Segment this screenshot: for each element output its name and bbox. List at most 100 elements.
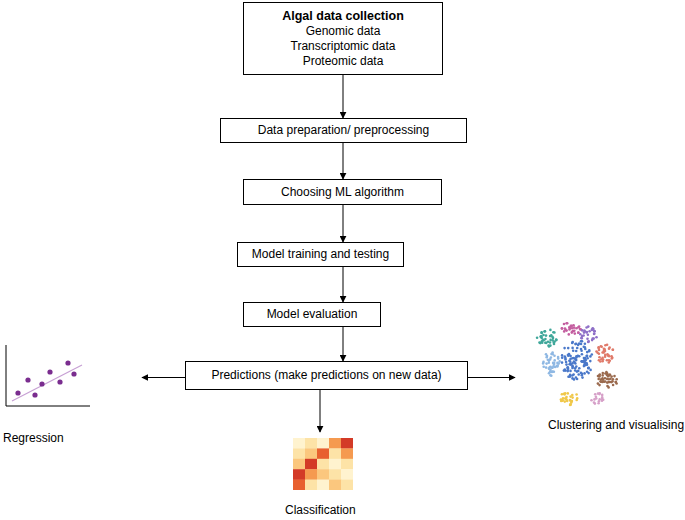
heatmap-cell — [341, 448, 353, 459]
cluster-point — [591, 353, 594, 356]
cluster-point — [586, 337, 589, 340]
y-axis — [6, 345, 7, 406]
cluster-point — [595, 336, 598, 339]
cluster-point — [566, 370, 569, 373]
cluster-point — [607, 375, 610, 378]
heatmap-cell — [341, 480, 353, 490]
heatmap-cell — [293, 469, 305, 480]
cluster-point — [581, 340, 584, 343]
cluster-point — [588, 330, 591, 333]
cluster-point — [568, 328, 571, 331]
cluster-point — [561, 356, 564, 359]
cluster-point — [606, 381, 609, 384]
heatmap-cell — [341, 469, 353, 480]
heatmap-cell — [317, 480, 329, 490]
cluster-point — [574, 332, 577, 335]
cluster-point — [553, 359, 556, 362]
cluster-point — [580, 337, 583, 340]
cluster-point — [602, 358, 605, 361]
cluster-point — [544, 338, 547, 341]
cluster-point — [607, 354, 610, 357]
cluster-point — [577, 344, 580, 347]
cluster-point — [569, 403, 572, 406]
cluster-point — [575, 365, 578, 368]
heatmap-cell — [293, 459, 305, 470]
cluster-point — [565, 361, 568, 364]
process-box: Algal data collectionGenomic dataTranscr… — [243, 2, 443, 75]
cluster-point — [602, 372, 605, 375]
cluster-point — [571, 377, 574, 380]
cluster-point — [611, 380, 614, 383]
cluster-point — [572, 349, 575, 352]
flow-arrow — [343, 143, 344, 179]
cluster-point — [536, 336, 539, 339]
cluster-point — [561, 327, 564, 330]
cluster-point — [576, 370, 579, 373]
cluster-point — [538, 341, 541, 344]
process-box: Choosing ML algorithm — [243, 179, 442, 205]
cluster-point — [580, 343, 583, 346]
cluster-point — [574, 343, 577, 346]
cluster-point — [597, 347, 600, 350]
output-label: Classification — [285, 503, 356, 518]
cluster-point — [581, 376, 584, 379]
cluster-point — [540, 335, 543, 338]
data-point — [32, 392, 37, 397]
cluster-point — [569, 399, 572, 402]
cluster-point — [588, 350, 591, 353]
cluster-point — [542, 366, 545, 369]
cluster-point — [571, 327, 574, 330]
box-text: Genomic data — [306, 24, 381, 39]
cluster-point — [587, 367, 590, 370]
cluster-point — [539, 335, 542, 338]
cluster-point — [561, 327, 564, 330]
cluster-point — [593, 332, 596, 335]
cluster-point — [598, 392, 601, 395]
cluster-point — [612, 349, 615, 352]
cluster-point — [545, 366, 548, 369]
cluster-point — [583, 359, 586, 362]
heatmap-cell — [329, 459, 341, 470]
heatmap-cell — [317, 438, 329, 449]
cluster-point — [587, 367, 590, 370]
cluster-point — [545, 334, 548, 337]
box-text: Model evaluation — [267, 307, 358, 322]
heatmap-cell — [329, 448, 341, 459]
data-point — [57, 379, 62, 384]
data-point — [25, 377, 30, 382]
cluster-point — [591, 339, 594, 342]
cluster-point — [598, 375, 601, 378]
cluster-point — [543, 330, 546, 333]
box-text: Transcriptomic data — [291, 39, 396, 54]
cluster-point — [572, 373, 575, 376]
cluster-point — [578, 367, 581, 370]
regression-plot — [2, 343, 92, 409]
cluster-point — [563, 330, 566, 333]
data-point — [65, 360, 70, 365]
heatmap-cell — [341, 459, 353, 470]
cluster-point — [590, 399, 593, 402]
cluster-point — [561, 361, 564, 364]
cluster-point — [587, 341, 590, 344]
cluster-point — [601, 381, 604, 384]
heatmap-cell — [329, 469, 341, 480]
cluster-point — [577, 331, 580, 334]
cluster-point — [608, 361, 611, 364]
cluster-point — [556, 364, 559, 367]
cluster-point — [545, 362, 548, 365]
heatmap-cell — [317, 448, 329, 459]
cluster-point — [551, 335, 554, 338]
cluster-point — [557, 356, 560, 359]
x-axis — [6, 406, 90, 407]
cluster-point — [571, 342, 574, 345]
heatmap-cell — [329, 438, 341, 449]
process-box: Data preparation/ preprocessing — [220, 118, 467, 143]
box-text: Predictions (make predictions on new dat… — [211, 368, 441, 383]
cluster-point — [571, 325, 574, 328]
cluster-point — [548, 345, 551, 348]
cluster-point — [594, 393, 597, 396]
cluster-point — [601, 399, 604, 402]
cluster-point — [604, 355, 607, 358]
cluster-point — [609, 377, 612, 380]
cluster-point — [585, 363, 588, 366]
